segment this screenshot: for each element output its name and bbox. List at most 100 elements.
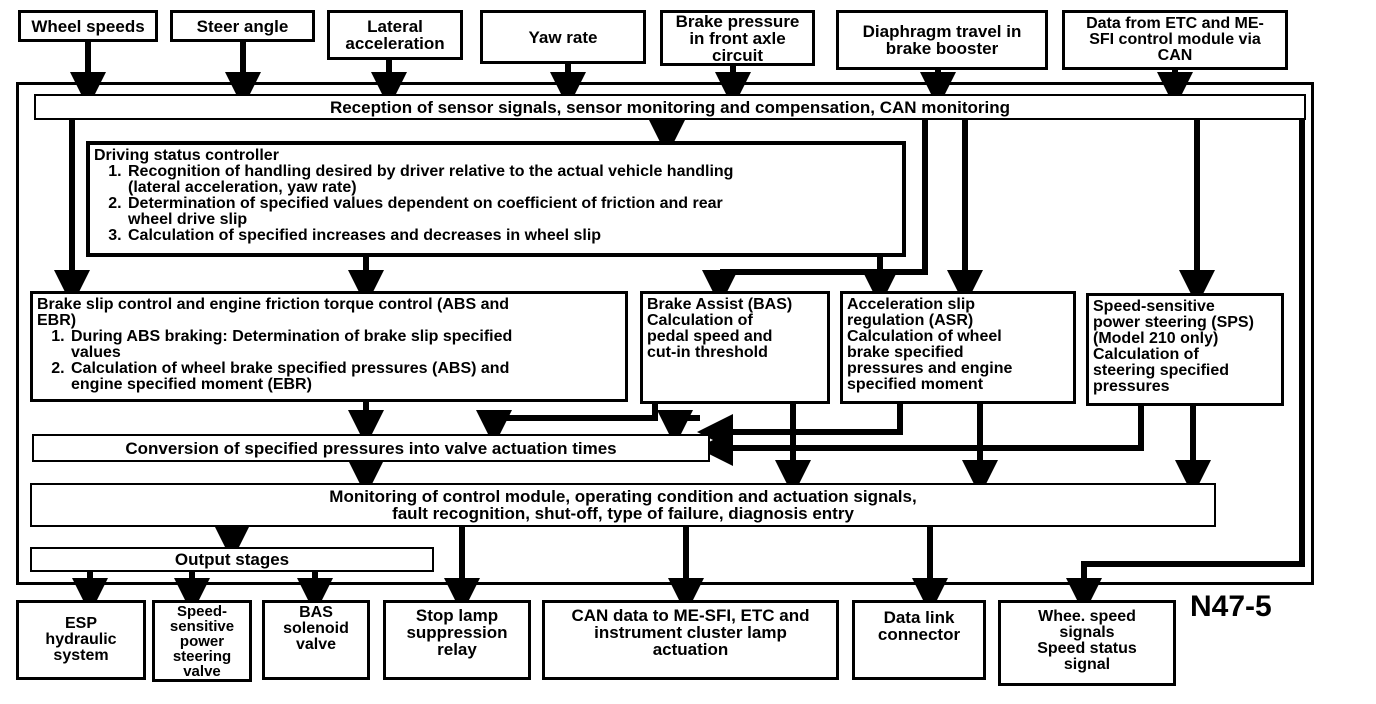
conversion-label: Conversion of specified pressures into v…	[125, 438, 617, 458]
output-speed-steering-line-3: power	[179, 632, 225, 650]
output-wheel-signals-line-2: signals	[1059, 624, 1115, 641]
abs-item-2-line-1: Calculation of wheel brake specified pre…	[71, 360, 510, 377]
sps-line-4: pressures	[1093, 378, 1170, 395]
sps-box: Speed-sensitive power steering (SPS) (Mo…	[1086, 293, 1284, 406]
driving-status-item-1-line-1: Recognition of handling desired by drive…	[128, 163, 734, 180]
driving-status-item-3: Calculation of specified increases and d…	[126, 228, 898, 244]
input-yaw-rate-label: Yaw rate	[528, 27, 598, 47]
bas-line-3: cut-in threshold	[647, 344, 768, 361]
output-speed-steering-valve: Speed- sensitive power steering valve	[152, 600, 252, 682]
driving-status-item-3-line-1: Calculation of specified increases and d…	[128, 227, 602, 244]
output-esp-line-2: hydraulic	[45, 631, 117, 648]
output-bas-solenoid: BAS solenoid valve	[262, 600, 370, 680]
output-stop-lamp-line-1: Stop lamp	[415, 606, 499, 625]
reception-bar: Reception of sensor signals, sensor moni…	[34, 94, 1306, 120]
sps-line-2: Calculation of	[1093, 346, 1199, 363]
sps-title-line-2: power steering (SPS)	[1093, 314, 1254, 331]
abs-title-line-2: EBR)	[37, 312, 77, 329]
abs-item-2: Calculation of wheel brake specified pre…	[69, 361, 621, 393]
input-lateral-acceleration: Lateral acceleration	[327, 10, 463, 60]
abs-item-1: During ABS braking: Determination of bra…	[69, 329, 621, 361]
driving-status-item-2-line-2: wheel drive slip	[128, 211, 248, 228]
sps-line-3: steering specified	[1093, 362, 1230, 379]
asr-line-4: specified moment	[847, 376, 984, 393]
output-speed-steering-line-2: sensitive	[169, 617, 235, 635]
output-stop-lamp-relay: Stop lamp suppression relay	[383, 600, 531, 680]
driving-status-item-1: Recognition of handling desired by drive…	[126, 164, 898, 196]
input-brake-pressure-line-2: in front axle	[689, 28, 786, 48]
driving-status-title: Driving status controller	[94, 147, 279, 164]
arrow-bas-conversion-left	[476, 404, 658, 446]
arrow-sps-conversion	[697, 406, 1144, 466]
arrow-asr-conversion	[697, 404, 903, 450]
output-stages-bar: Output stages	[30, 547, 434, 572]
abs-ebr-box: Brake slip control and engine friction t…	[30, 291, 628, 402]
output-bas-line-2: solenoid	[283, 620, 349, 637]
input-data-etc-line-2: SFI control module via	[1089, 31, 1261, 48]
bas-title: Brake Assist (BAS)	[647, 296, 793, 313]
output-stop-lamp-line-3: relay	[437, 640, 477, 659]
output-speed-steering-line-5: valve	[183, 662, 221, 680]
arrow-reception-bas	[720, 120, 928, 275]
input-data-etc-line-1: Data from ETC and ME-	[1086, 15, 1264, 32]
figure-code: N47-5	[1190, 590, 1272, 623]
abs-item-1-line-1: During ABS braking: Determination of bra…	[71, 328, 513, 345]
monitoring-bar: Monitoring of control module, operating …	[30, 483, 1216, 527]
output-stages-label: Output stages	[174, 550, 290, 569]
asr-title-line-2: regulation (ASR)	[847, 312, 974, 329]
arrow-out-wheel-signals	[1066, 120, 1305, 614]
conversion-bar: Conversion of specified pressures into v…	[32, 434, 710, 462]
output-wheel-speed-signals: Whee. speed signals Speed status signal	[998, 600, 1176, 686]
bas-line-2: pedal speed and	[647, 328, 773, 345]
monitoring-line-2: fault recognition, shut-off, type of fai…	[392, 504, 854, 523]
output-can-data: CAN data to ME-SFI, ETC and instrument c…	[542, 600, 839, 680]
output-stop-lamp-line-2: suppression	[406, 623, 508, 642]
driving-status-list: Recognition of handling desired by drive…	[94, 164, 898, 244]
input-steer-angle: Steer angle	[170, 10, 315, 42]
control-module-frame	[16, 82, 1314, 585]
output-can-line-2: instrument cluster lamp	[594, 623, 787, 642]
output-can-line-1: CAN data to ME-SFI, ETC and	[571, 606, 810, 625]
input-wheel-speeds: Wheel speeds	[18, 10, 158, 42]
asr-line-1: Calculation of wheel	[847, 328, 1002, 345]
output-speed-steering-line-1: Speed-	[176, 602, 227, 620]
abs-item-2-line-2: engine specified moment (EBR)	[71, 376, 312, 393]
arrow-bas-conversion-right	[657, 410, 700, 446]
output-data-link-connector: Data link connector	[852, 600, 986, 680]
output-wheel-signals-line-4: signal	[1063, 656, 1111, 673]
output-bas-line-1: BAS	[299, 604, 333, 621]
monitoring-line-1: Monitoring of control module, operating …	[329, 487, 917, 506]
bas-box: Brake Assist (BAS) Calculation of pedal …	[640, 291, 830, 404]
output-speed-steering-line-4: steering	[172, 647, 232, 665]
output-esp-line-3: system	[53, 647, 109, 664]
sps-line-1: (Model 210 only)	[1093, 330, 1219, 347]
driving-status-item-2: Determination of specified values depend…	[126, 196, 898, 228]
driving-status-item-1-line-2: (lateral acceleration, yaw rate)	[128, 179, 357, 196]
input-wheel-speeds-label: Wheel speeds	[31, 16, 145, 36]
output-wheel-signals-line-1: Whee. speed	[1038, 608, 1136, 625]
output-can-line-3: actuation	[652, 640, 729, 659]
output-esp-hydraulic: ESP hydraulic system	[16, 600, 146, 680]
bas-line-1: Calculation of	[647, 312, 753, 329]
asr-title-line-1: Acceleration slip	[847, 296, 976, 313]
abs-title-line-1: Brake slip control and engine friction t…	[37, 296, 510, 313]
sps-title-line-1: Speed-sensitive	[1093, 298, 1215, 315]
input-diaphragm-line-1: Diaphragm travel in	[862, 22, 1022, 41]
driving-status-controller: Driving status controller Recognition of…	[86, 141, 906, 257]
reception-label: Reception of sensor signals, sensor moni…	[329, 97, 1011, 117]
input-diaphragm-line-2: brake booster	[885, 39, 999, 58]
input-data-etc-line-3: CAN	[1157, 47, 1193, 64]
output-data-link-line-1: Data link	[883, 608, 955, 627]
input-brake-pressure-line-3: circuit	[711, 45, 764, 65]
input-diaphragm-travel: Diaphragm travel in brake booster	[836, 10, 1048, 70]
asr-line-2: brake specified	[847, 344, 964, 361]
input-lateral-line-1: Lateral	[367, 17, 423, 36]
asr-box: Acceleration slip regulation (ASR) Calcu…	[840, 291, 1076, 404]
abs-item-1-line-2: values	[71, 344, 121, 361]
input-data-etc: Data from ETC and ME- SFI control module…	[1062, 10, 1288, 70]
output-bas-line-3: valve	[295, 636, 337, 653]
output-wheel-signals-line-3: Speed status	[1037, 640, 1137, 657]
input-steer-angle-label: Steer angle	[196, 16, 289, 36]
abs-list: During ABS braking: Determination of bra…	[37, 329, 621, 393]
